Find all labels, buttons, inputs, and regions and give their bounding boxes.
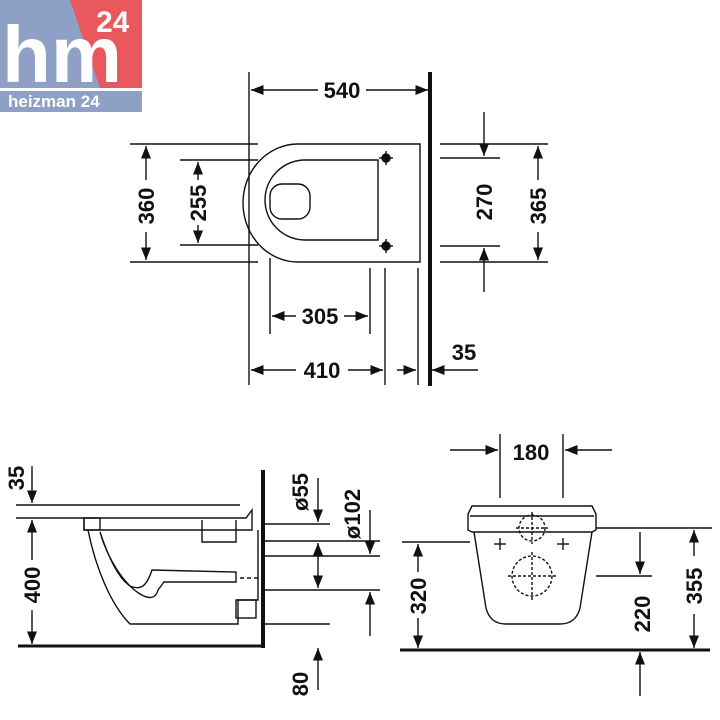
side-foot: [235, 599, 257, 619]
side-inlet: [201, 520, 237, 543]
logo-number: 24: [96, 6, 130, 39]
side-seat-front: [83, 517, 101, 531]
side-view: [16, 466, 380, 690]
side-bowl-body: [87, 529, 259, 625]
heizman24-logo: hm 24 heizman 24: [0, 0, 142, 112]
dim-80: 80: [288, 672, 313, 696]
dim-540: 540: [324, 78, 361, 103]
front-outlet-small: [516, 512, 548, 544]
logo-tagline: heizman 24: [8, 92, 100, 111]
dim-270: 270: [472, 184, 497, 221]
top-bolt-marks: [379, 151, 393, 253]
dim-o102: ø102: [340, 489, 365, 539]
dim-360: 360: [134, 188, 159, 225]
dim-410: 410: [304, 358, 341, 383]
dim-355: 355: [682, 568, 707, 605]
front-view-labels: 180 320 220 355: [406, 440, 707, 632]
logo-letters: hm: [2, 10, 122, 99]
dim-180: 180: [513, 440, 550, 465]
dim-35-top: 35: [452, 340, 476, 365]
dim-255: 255: [186, 185, 211, 222]
top-seat-outline: [264, 159, 379, 241]
side-trap-path: [99, 531, 237, 599]
side-seat: [83, 507, 253, 531]
dim-365: 365: [526, 188, 551, 225]
top-view: [130, 72, 548, 386]
top-bowl-outline: [242, 143, 421, 263]
dim-305: 305: [302, 304, 339, 329]
dim-35-side: 35: [4, 466, 29, 490]
dim-o55: ø55: [288, 473, 313, 511]
front-bolt-marks: [494, 538, 569, 550]
top-outlet-shape: [269, 183, 311, 220]
side-view-labels: 35 400 ø55 ø102 80: [4, 466, 365, 696]
top-view-labels: 540 360 255 270 365 305 410 35: [134, 78, 551, 383]
dim-400: 400: [20, 567, 45, 604]
dim-220: 220: [630, 596, 655, 633]
dim-320: 320: [406, 578, 431, 615]
front-view: [400, 434, 712, 696]
front-bowl-body: [473, 531, 593, 625]
front-outlet-large: [508, 552, 556, 600]
